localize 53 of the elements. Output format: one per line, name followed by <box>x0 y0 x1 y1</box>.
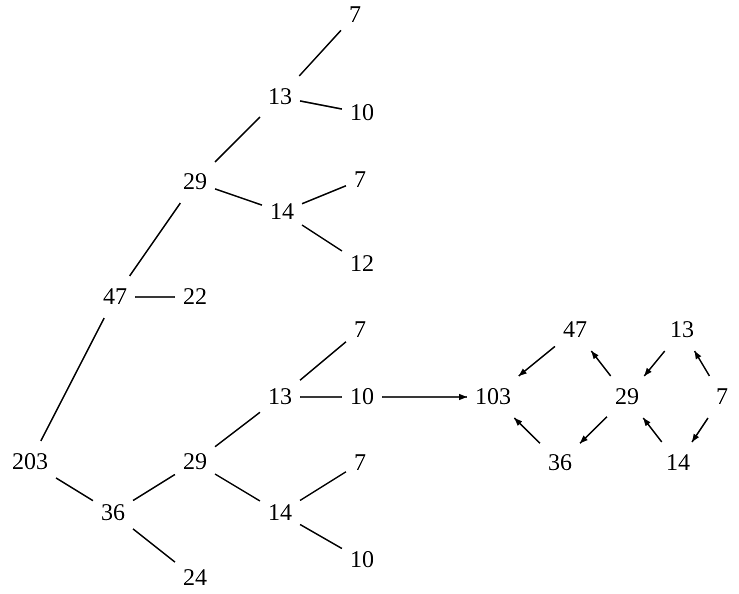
number-label: 12 <box>350 251 374 277</box>
number-label: 36 <box>101 500 125 526</box>
number-label: 13 <box>268 384 292 410</box>
connector-line <box>56 477 94 502</box>
connector-line <box>135 296 175 298</box>
connector-line <box>132 474 176 502</box>
number-label: 29 <box>615 384 639 410</box>
arrow <box>691 418 709 442</box>
number-label: 24 <box>183 565 207 591</box>
number-label: 47 <box>563 317 587 343</box>
number-label: 14 <box>268 500 292 526</box>
number-label: 29 <box>183 169 207 195</box>
arrow <box>590 350 612 376</box>
connector-line <box>214 188 262 206</box>
arrow <box>514 417 541 444</box>
number-label: 7 <box>354 450 366 476</box>
connector-line <box>128 202 182 276</box>
arrow <box>642 418 662 442</box>
arrow <box>518 346 556 377</box>
number-label: 7 <box>354 317 366 343</box>
connector-line <box>299 341 347 381</box>
connector-line <box>300 396 342 398</box>
number-label: 14 <box>270 199 294 225</box>
connector-line <box>302 224 342 252</box>
connector-line <box>300 524 342 550</box>
connector-line <box>214 412 260 448</box>
arrow <box>694 350 710 376</box>
connector-line <box>302 185 346 205</box>
connector-line <box>300 100 342 110</box>
number-label: 36 <box>548 450 572 476</box>
number-label: 7 <box>716 384 728 410</box>
connector-line <box>214 473 260 502</box>
connector-line <box>40 318 105 442</box>
number-label: 7 <box>349 2 361 28</box>
number-label: 13 <box>268 84 292 110</box>
number-label: 10 <box>350 547 374 573</box>
arrow <box>579 416 608 444</box>
number-label: 103 <box>475 384 511 410</box>
connector-line <box>214 116 261 163</box>
number-label: 22 <box>183 284 207 310</box>
number-label: 7 <box>354 167 366 193</box>
number-label: 14 <box>666 450 690 476</box>
number-label: 47 <box>103 284 127 310</box>
number-label: 10 <box>350 384 374 410</box>
connector-line <box>300 471 346 502</box>
number-label: 203 <box>12 449 48 475</box>
connector-line <box>132 528 176 563</box>
arrow <box>644 350 666 376</box>
number-label: 10 <box>350 100 374 126</box>
connector-line <box>298 30 342 77</box>
number-label: 29 <box>183 449 207 475</box>
arrow <box>382 394 467 400</box>
number-label: 13 <box>670 317 694 343</box>
